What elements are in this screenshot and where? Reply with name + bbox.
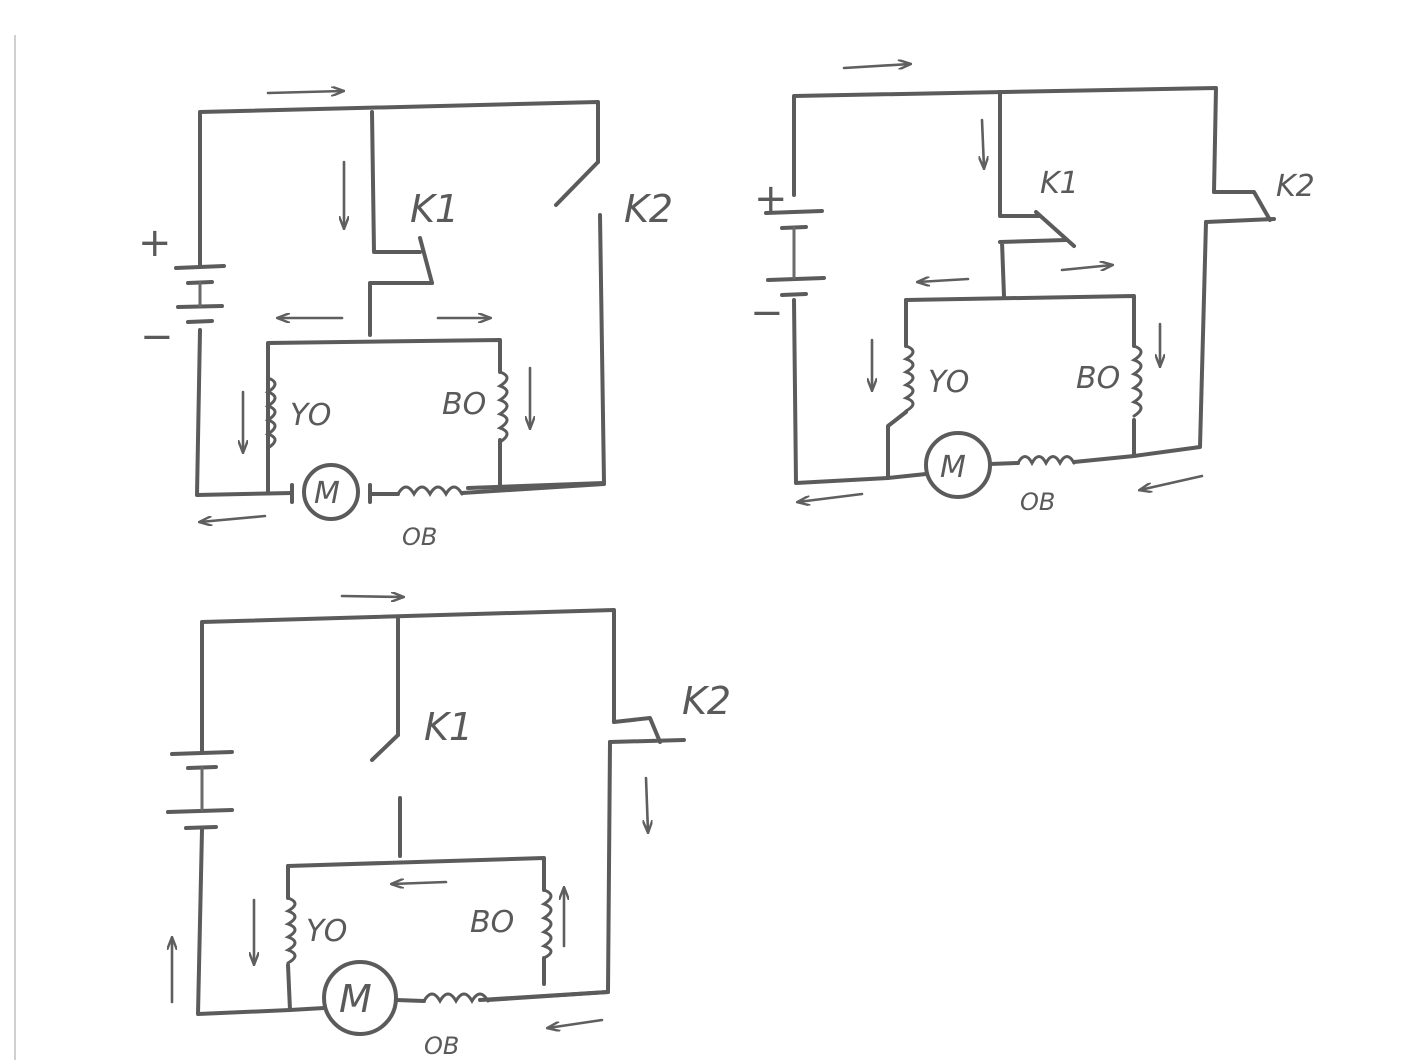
- battery-plate-short: [184, 825, 218, 830]
- current-arrow-right: [1060, 265, 1112, 272]
- battery-plate-long: [174, 264, 226, 270]
- inner-top-wire: [266, 338, 502, 374]
- bo-label: BO: [470, 905, 514, 940]
- current-arrow-left: [918, 279, 970, 282]
- ob-label: OB: [1020, 488, 1055, 516]
- motor-label: M: [940, 450, 966, 485]
- battery-plate-long: [764, 209, 824, 215]
- plus-sign: +: [754, 176, 788, 222]
- k2-contact: [1204, 217, 1276, 224]
- current-arrow-left: [548, 1018, 604, 1028]
- bo-label: BO: [1076, 361, 1120, 396]
- minus-sign: −: [140, 314, 174, 360]
- wire-left-bottom: [196, 828, 292, 1016]
- motor-to-ob-wire: [988, 461, 1020, 466]
- k1-branch-wire: [998, 90, 1042, 218]
- k1-label: K1: [424, 705, 473, 749]
- k1-switch-blade: [418, 236, 434, 285]
- k2-label: K2: [682, 679, 731, 723]
- circuit-diagram-3: M K1 K2 YO BO OB: [166, 596, 731, 1060]
- motor-circle: [322, 960, 398, 1036]
- wire-top: [200, 608, 616, 754]
- current-arrow-left: [392, 882, 448, 884]
- bo-label: BO: [442, 387, 486, 422]
- wire-left-bottom: [792, 298, 890, 485]
- wire-right: [466, 213, 606, 490]
- motor-label: M: [339, 977, 372, 1021]
- bo-coil: [1130, 344, 1143, 418]
- battery-plate-short: [186, 319, 214, 324]
- current-arrow-down: [982, 118, 984, 168]
- wire-left-bottom: [195, 328, 294, 497]
- current-arrow-left: [1140, 474, 1204, 490]
- wire-top: [198, 100, 600, 267]
- k1-label: K1: [1040, 166, 1079, 201]
- k1-label: K1: [410, 187, 459, 231]
- ob-label: OB: [424, 1032, 459, 1060]
- k2-switch-blade: [612, 716, 662, 744]
- ob-coil: [1016, 455, 1076, 467]
- k2-label: K2: [624, 187, 673, 231]
- ob-coil: [396, 485, 464, 498]
- ob-coil: [422, 992, 490, 1005]
- yo-label: YO: [306, 914, 347, 949]
- battery-plate-long: [166, 808, 234, 814]
- ob-label: OB: [402, 523, 437, 551]
- k1-branch-wire: [370, 110, 422, 254]
- plus-sign: +: [138, 220, 172, 266]
- motor-circle: [302, 463, 360, 521]
- battery-plate-long: [170, 750, 234, 756]
- yo-coil: [902, 344, 915, 413]
- k1-switch-blade: [370, 733, 400, 762]
- wire-right: [1132, 220, 1208, 458]
- yo-label: YO: [928, 365, 969, 400]
- motor-label: M: [314, 476, 340, 511]
- minus-sign: −: [750, 290, 784, 336]
- motor-to-ob-wire: [394, 998, 426, 1003]
- ob-to-right-wire: [1072, 454, 1136, 464]
- current-arrow-left: [200, 514, 267, 522]
- k2-switch-blade: [554, 160, 600, 207]
- k2-label: K2: [1276, 169, 1315, 204]
- yo-coil: [284, 896, 297, 965]
- ob-to-right-wire: [486, 990, 610, 1002]
- motor-wire-left: [886, 472, 928, 480]
- k1-contact-wire: [998, 238, 1068, 298]
- inner-left-wire-bottom: [886, 410, 908, 480]
- current-arrow-right: [266, 91, 343, 93]
- inner-top-wire: [904, 294, 1136, 348]
- wire-top: [792, 86, 1218, 197]
- current-arrow-down: [646, 776, 648, 832]
- inner-left-wire-bottom: [286, 963, 292, 1012]
- motor-wire-left: [288, 1006, 326, 1012]
- bo-coil: [496, 370, 509, 444]
- battery-plate-long: [766, 276, 826, 282]
- ob-to-right-wire: [460, 482, 606, 495]
- circuit-diagram-2: M + − K1 K2 YO BO OB: [750, 64, 1315, 516]
- k2-switch-blade: [1212, 190, 1272, 222]
- current-arrow-left: [798, 492, 864, 502]
- k2-contact: [608, 738, 686, 744]
- k1-contact-wire: [368, 281, 434, 337]
- yo-coil: [264, 376, 277, 450]
- current-arrow-right: [340, 596, 403, 597]
- yo-label: YO: [290, 398, 331, 433]
- circuit-diagram-1: M + − K1 K2 YO BO OB: [138, 91, 673, 551]
- bo-coil: [540, 888, 553, 960]
- inner-top-wire: [286, 856, 546, 892]
- current-arrow-right: [842, 64, 910, 68]
- battery-plate-short: [780, 292, 808, 297]
